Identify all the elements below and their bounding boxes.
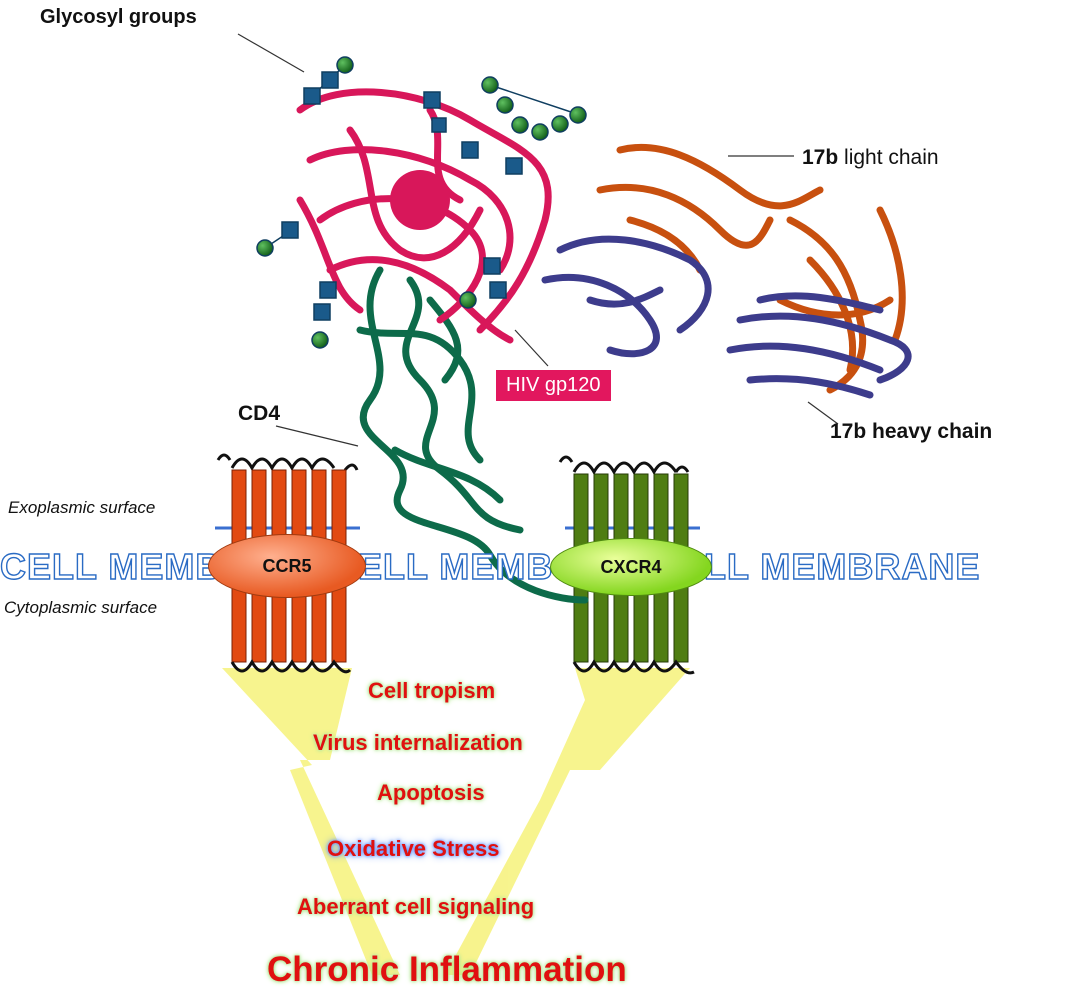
effect-cell-tropism: Cell tropism: [368, 678, 496, 703]
glycosyl-groups-label: Glycosyl groups: [40, 6, 197, 28]
membrane-text-middle: ELL MEMB: [357, 545, 554, 587]
cytoplasmic-surface-label: Cytoplasmic surface: [4, 598, 158, 617]
glycan-chain: [461, 76, 587, 175]
cd4-leader: [275, 425, 359, 447]
gp120-leader: [514, 329, 549, 367]
light-chain-label-bold: 17b: [802, 146, 839, 169]
effect-virus-internalization: Virus internalization: [313, 730, 523, 755]
hiv-gp120-label: HIV gp120: [496, 370, 611, 401]
membrane-text-right: LL MEMBRANE: [703, 545, 981, 587]
glycosyl-leader: [237, 33, 305, 73]
signal-beams: [222, 668, 690, 975]
outcome-chronic-inflammation: Chronic Inflammation: [267, 950, 627, 989]
heavy-chain-label: 17b heavy chain: [830, 420, 993, 443]
exoplasmic-surface-label: Exoplasmic surface: [8, 498, 156, 517]
cxcr4-text: CXCR4: [600, 556, 662, 577]
glycan-chain: [303, 56, 354, 105]
effect-apoptosis: Apoptosis: [377, 780, 485, 805]
ccr5-text: CCR5: [262, 555, 312, 576]
glycan-chain: [423, 91, 447, 133]
glycan-chain: [256, 221, 299, 257]
heavy-chain-leader: [807, 401, 839, 425]
glycan-chain: [311, 281, 337, 349]
gp120-protein: [296, 88, 552, 344]
ccr5-signal-beam: [222, 668, 400, 975]
effect-oxidative-stress: Oxidative Stress: [327, 836, 500, 861]
membrane-text-left: CELL MEMB: [0, 545, 223, 587]
cd4-protein: [356, 266, 589, 604]
ccr5-label: CCR5: [208, 534, 366, 598]
leader-lines: [237, 33, 839, 447]
glycosyl-groups: [256, 56, 587, 349]
cxcr4-signal-beam: [445, 668, 690, 975]
light-chain-label: 17b light chain: [802, 146, 939, 170]
17b-heavy-chain: [541, 235, 912, 399]
cd4-label: CD4: [238, 402, 281, 425]
light-chain-label-rest: light chain: [838, 146, 939, 169]
glycan-chain: [459, 257, 507, 309]
cxcr4-label: CXCR4: [550, 538, 712, 596]
effect-aberrant-cell-signaling: Aberrant cell signaling: [297, 894, 535, 919]
